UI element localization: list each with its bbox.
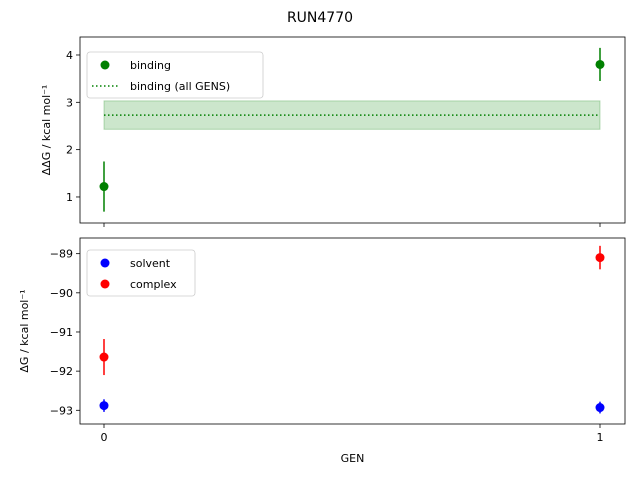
figure-suptitle: RUN4770 bbox=[287, 10, 353, 26]
solvent-complex-panel: −93 −92 −91 −90 −89 0 1 ΔG / kcal mol⁻¹ GEN solve… bbox=[18, 237, 626, 465]
data-point bbox=[595, 253, 605, 263]
legend: solvent complex bbox=[86, 249, 196, 297]
y-tick-label: −90 bbox=[50, 287, 73, 300]
legend-box bbox=[86, 51, 264, 99]
x-tick-label: 0 bbox=[101, 431, 108, 444]
legend-label: complex bbox=[130, 278, 177, 291]
x-tick-label: 1 bbox=[597, 431, 604, 444]
legend-label: solvent bbox=[130, 257, 171, 270]
y-axis-label: ΔΔG / kcal mol⁻¹ bbox=[40, 85, 53, 176]
y-tick-label: 1 bbox=[66, 191, 73, 204]
legend-box bbox=[86, 249, 196, 297]
legend-label: binding bbox=[130, 59, 171, 72]
data-point bbox=[595, 59, 605, 69]
y-tick-label: −91 bbox=[50, 326, 73, 339]
series-complex bbox=[99, 245, 605, 376]
y-tick-label: 4 bbox=[66, 49, 73, 62]
legend-label: binding (all GENS) bbox=[130, 80, 230, 93]
data-point bbox=[595, 403, 605, 413]
data-point bbox=[99, 182, 109, 192]
y-tick-label: −89 bbox=[50, 248, 73, 261]
data-point bbox=[99, 401, 109, 411]
legend: binding binding (all GENS) bbox=[86, 51, 264, 99]
legend-marker bbox=[100, 258, 110, 268]
legend-marker bbox=[100, 60, 110, 70]
y-tick-label: −93 bbox=[50, 404, 73, 417]
y-axis-label: ΔG / kcal mol⁻¹ bbox=[18, 289, 31, 372]
series-solvent bbox=[99, 399, 605, 414]
data-point bbox=[99, 352, 109, 362]
y-tick-label: 2 bbox=[66, 144, 73, 157]
y-tick-label: −92 bbox=[50, 365, 73, 378]
axes-frame bbox=[79, 36, 626, 224]
y-tick-label: 3 bbox=[66, 96, 73, 109]
axes-frame bbox=[79, 237, 626, 425]
x-axis-label: GEN bbox=[341, 452, 365, 465]
series-binding bbox=[99, 47, 605, 212]
legend-marker bbox=[100, 279, 110, 289]
